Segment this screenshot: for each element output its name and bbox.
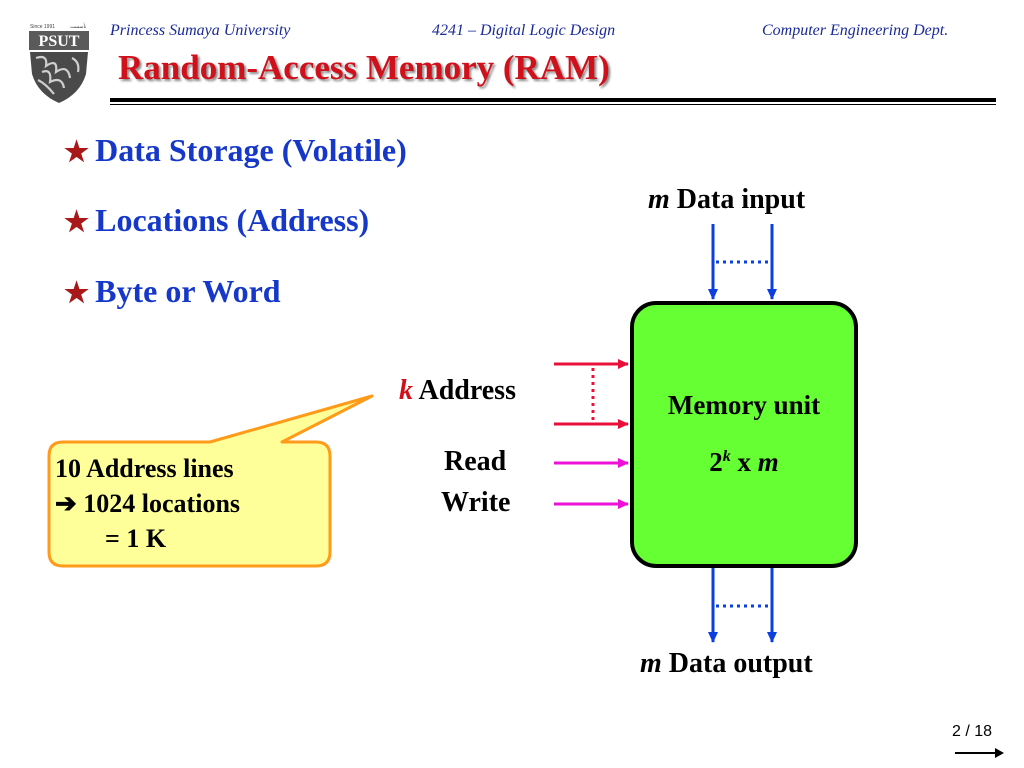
bullet-text: Locations (Address): [95, 202, 370, 238]
write-label: Write: [441, 487, 511, 518]
data-width-var: m: [640, 648, 662, 679]
logo-tagline: Since 1991: [30, 24, 55, 30]
address-callout: 10 Address lines ➔ 1024 locations = 1 K: [55, 451, 240, 556]
callout-line-2: ➔ 1024 locations: [55, 486, 240, 521]
star-icon: ★: [64, 278, 90, 309]
address-width-var: k: [399, 375, 413, 406]
address-label: k Address: [399, 375, 516, 407]
callout-line-1: 10 Address lines: [55, 454, 234, 483]
header-university: Princess Sumaya University: [110, 22, 291, 39]
size-times: x: [737, 447, 751, 477]
size-exponent: k: [722, 448, 731, 465]
psut-logo: Since 1991 تأسست PSUT: [29, 22, 89, 103]
arrow-right-icon: ➔: [55, 489, 77, 518]
star-icon: ★: [64, 137, 90, 168]
title-rule: [110, 98, 996, 102]
size-var: m: [757, 447, 779, 477]
data-input-text: Data input: [676, 184, 806, 215]
memory-unit-label: Memory unit: [667, 390, 821, 420]
header-course: 4241 – Digital Logic Design: [432, 22, 616, 39]
header-department: Computer Engineering Dept.: [762, 22, 949, 39]
data-input-label: m Data input: [648, 184, 805, 216]
logo-tagline-ar: تأسست: [70, 22, 87, 30]
page-number: 2 / 18: [952, 723, 993, 740]
address-text: Address: [418, 375, 516, 406]
logo-text: PSUT: [39, 33, 80, 50]
memory-size-label: 2k x m: [632, 447, 856, 478]
callout-locations: 1024 locations: [83, 489, 241, 518]
data-output-text: Data output: [668, 648, 813, 679]
slide-title: Random-Access Memory (RAM): [118, 48, 610, 87]
next-slide-arrow-icon[interactable]: [955, 746, 1005, 760]
data-output-label: m Data output: [640, 648, 813, 680]
star-icon: ★: [64, 207, 90, 238]
data-width-var: m: [648, 184, 670, 215]
memory-unit-box: [630, 301, 858, 568]
title-rule-thin: [110, 104, 996, 105]
bullet-text: Byte or Word: [95, 273, 281, 309]
callout-balloon: [47, 394, 374, 568]
size-base: 2: [709, 447, 723, 477]
bullet-item: ★Locations (Address): [64, 202, 369, 239]
bullet-text: Data Storage (Volatile): [95, 132, 407, 168]
bullet-item: ★Byte or Word: [64, 273, 281, 310]
callout-line-3: = 1 K: [105, 524, 167, 553]
bullet-item: ★Data Storage (Volatile): [64, 132, 407, 169]
read-label: Read: [444, 446, 507, 477]
